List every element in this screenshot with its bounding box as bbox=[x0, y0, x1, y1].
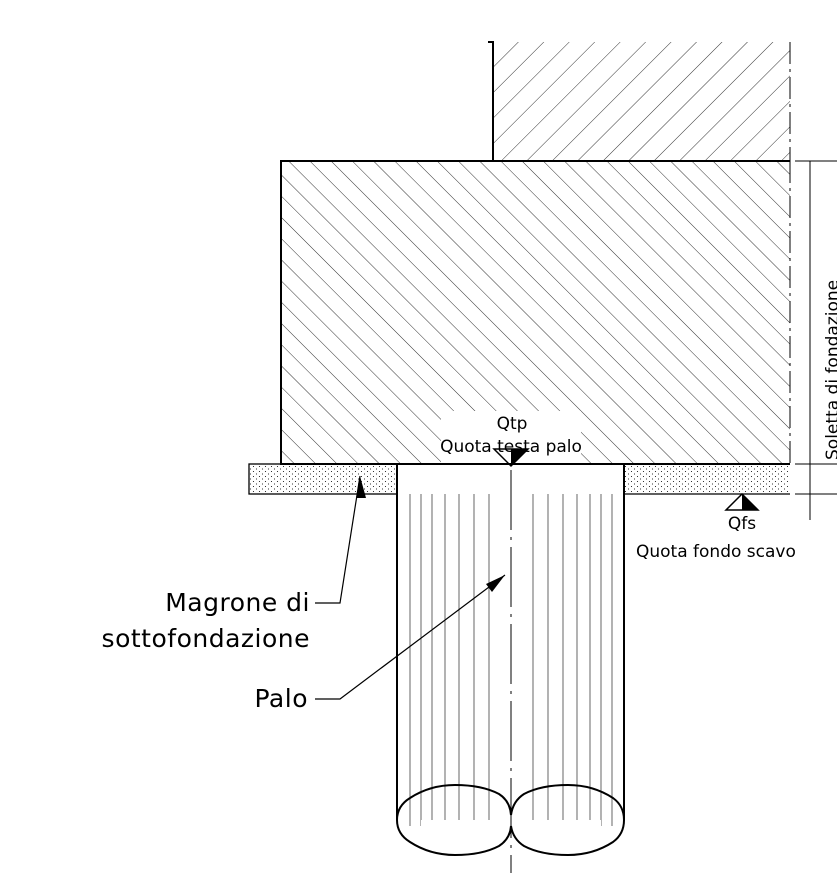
lean-concrete-layer bbox=[248, 463, 790, 495]
magrone-label-line2: sottofondazione bbox=[102, 624, 310, 653]
slab-dimension-label: Soletta di fondazione bbox=[823, 280, 837, 460]
pile-leader bbox=[315, 574, 506, 700]
qfs-description-label: Quota fondo scavo bbox=[636, 542, 796, 562]
qtp-code-label: Qtp bbox=[497, 414, 528, 434]
pile bbox=[396, 464, 625, 857]
slab-thickness-dimension bbox=[795, 160, 837, 520]
palo-label: Palo bbox=[254, 684, 308, 713]
qfs-code-label: Qfs bbox=[728, 514, 756, 534]
qtp-description-label: Quota testa palo bbox=[440, 437, 582, 457]
pile-head-level-marker bbox=[441, 411, 581, 468]
magrone-leader bbox=[315, 475, 366, 604]
wall-section bbox=[488, 41, 791, 161]
magrone-label-line1: Magrone di bbox=[165, 588, 310, 617]
excavation-bottom-level-marker bbox=[724, 492, 760, 511]
